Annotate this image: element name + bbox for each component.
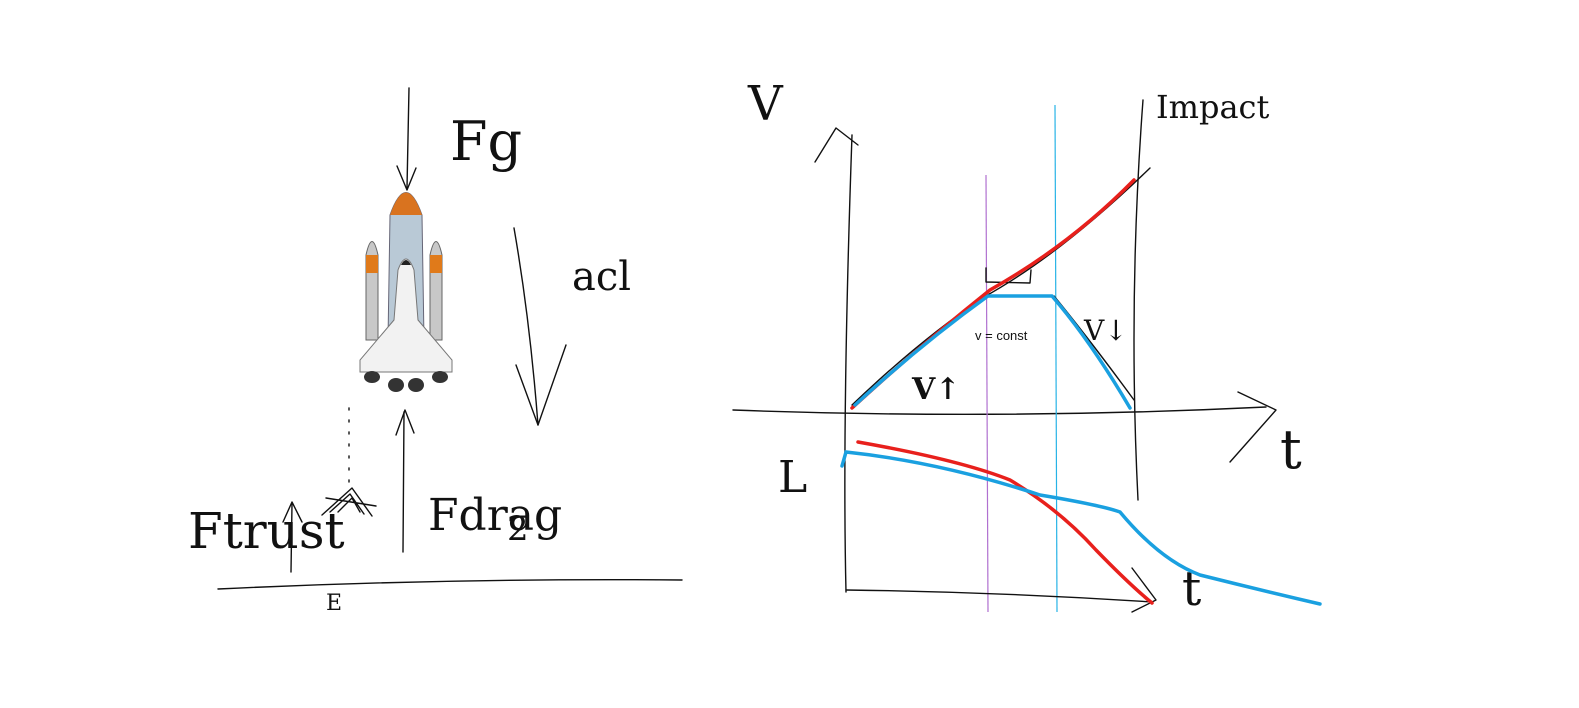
cyan-guide-line	[1054, 104, 1058, 613]
impact-line	[1133, 99, 1144, 501]
ground-mark: E	[326, 591, 342, 616]
red-velocity-curve	[850, 178, 1136, 410]
exhaust-burst-icon	[321, 487, 377, 517]
purple-guide-line	[985, 174, 989, 613]
v-axis-label: V	[747, 76, 784, 132]
v-const-label: v = const	[975, 328, 1028, 343]
t-label-top: t	[1280, 418, 1302, 481]
blue-position-curve	[840, 450, 1322, 606]
space-shuttle-icon	[359, 192, 453, 392]
l-axis-label: L	[778, 452, 807, 503]
drag-suffix-label: 2	[507, 509, 529, 549]
time-axis-bottom	[845, 589, 1153, 603]
impact-label: Impact	[1156, 88, 1269, 126]
vertical-axis-arrowhead	[814, 127, 859, 163]
rocket-free-body-diagram: Fg acl	[188, 87, 683, 616]
time-axis-top	[732, 406, 1267, 416]
acceleration-arrow	[513, 227, 567, 426]
ground-line	[217, 578, 683, 590]
velocity-time-graph: V t Impact v = const V↑ V↓ L t	[732, 76, 1322, 617]
acl-label: acl	[572, 254, 631, 300]
gravity-force-arrow	[396, 87, 417, 191]
time-axis-bottom-arrowhead	[1131, 567, 1157, 613]
v-down-label: V↓	[1083, 314, 1128, 347]
time-axis-top-arrowhead	[1229, 391, 1277, 463]
drag-label: Fdrag	[428, 490, 562, 541]
vertical-axis	[844, 134, 853, 593]
drag-force-arrow	[395, 409, 415, 553]
blue-velocity-curve	[853, 294, 1132, 410]
v-up-label: V↑	[911, 372, 960, 407]
red-position-curve	[856, 440, 1154, 605]
fg-label: Fg	[450, 110, 522, 173]
thrust-label: Ftrust	[188, 502, 345, 560]
thrust-force-arrow	[282, 501, 303, 573]
